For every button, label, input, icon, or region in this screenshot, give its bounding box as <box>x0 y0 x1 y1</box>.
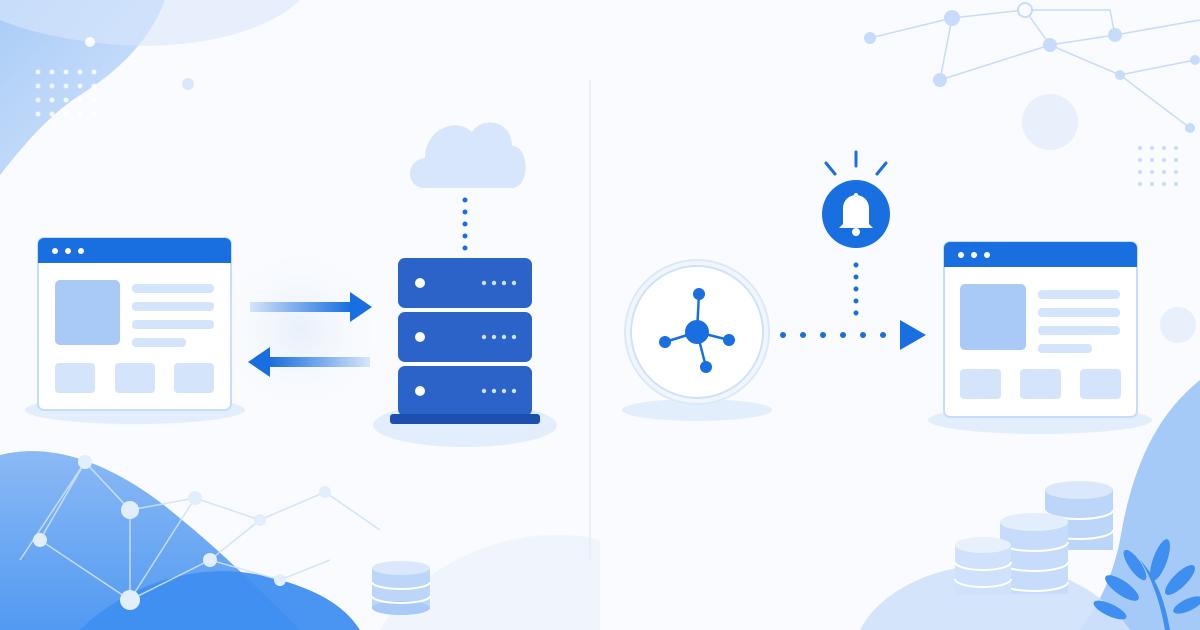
hub-icon <box>622 259 772 421</box>
database-icon <box>371 561 431 615</box>
hub-link-dots <box>780 320 926 350</box>
cloud-link-dots <box>462 197 468 251</box>
browser-window-right <box>928 241 1152 434</box>
bell-link-dots <box>853 262 859 316</box>
cloud-icon <box>410 122 526 188</box>
arrow-left-icon <box>248 347 370 377</box>
database-stack <box>954 481 1114 595</box>
browser-window-left <box>25 237 245 424</box>
plant-decor <box>1093 539 1200 630</box>
server-icon <box>373 258 557 447</box>
arrow-right-icon <box>250 292 372 322</box>
bell-icon <box>822 150 890 248</box>
